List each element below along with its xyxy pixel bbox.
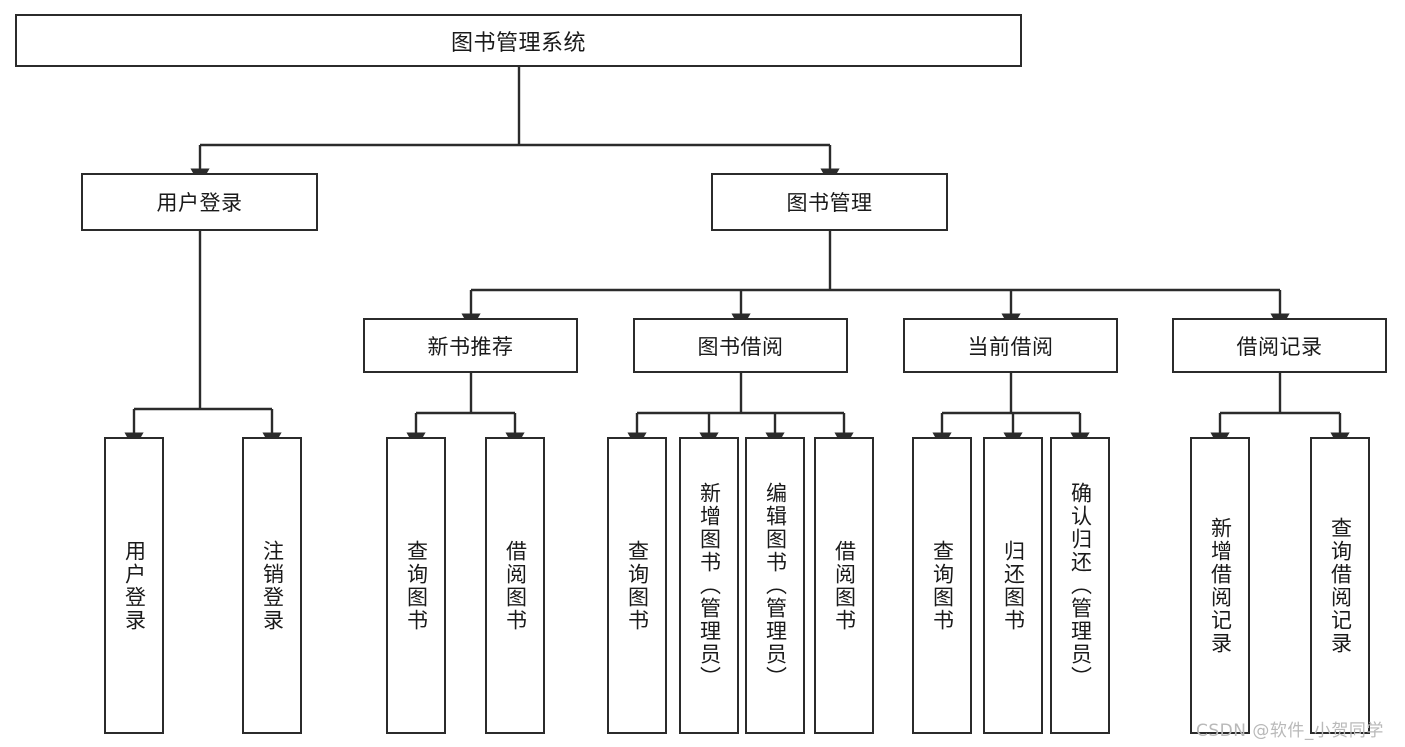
node-leaf-query-book-3[interactable]: 查询图书 <box>912 437 972 734</box>
node-label: 借阅图书 <box>832 539 857 632</box>
watermark-text: CSDN @软件_小贺同学 <box>1196 721 1384 741</box>
node-leaf-edit-book[interactable]: 编辑图书（管理员） <box>745 437 805 734</box>
node-label: 图书借阅 <box>697 334 784 359</box>
node-root[interactable]: 图书管理系统 <box>15 14 1022 67</box>
node-label: 当前借阅 <box>967 334 1054 359</box>
node-borrow-record[interactable]: 借阅记录 <box>1172 318 1387 373</box>
node-leaf-user-logout[interactable]: 注销登录 <box>242 437 302 734</box>
node-label: 新增图书（管理员） <box>697 482 722 689</box>
node-leaf-user-login[interactable]: 用户登录 <box>104 437 164 734</box>
node-label: 新增借阅记录 <box>1208 516 1233 655</box>
node-label: 图书管理 <box>786 191 873 215</box>
node-new-book-recommend[interactable]: 新书推荐 <box>363 318 578 373</box>
node-label: 查询图书 <box>404 539 429 632</box>
node-leaf-query-book-2[interactable]: 查询图书 <box>607 437 667 734</box>
node-leaf-return-book[interactable]: 归还图书 <box>983 437 1043 734</box>
node-label: 确认归还（管理员） <box>1068 482 1093 689</box>
node-label: 借阅图书 <box>503 539 528 632</box>
node-leaf-query-book-1[interactable]: 查询图书 <box>386 437 446 734</box>
node-book-manage[interactable]: 图书管理 <box>711 173 948 231</box>
node-label: 归还图书 <box>1001 539 1026 632</box>
node-label: 查询图书 <box>625 539 650 632</box>
node-label: 用户登录 <box>156 191 243 215</box>
node-label: 查询图书 <box>930 539 955 632</box>
node-leaf-add-record[interactable]: 新增借阅记录 <box>1190 437 1250 734</box>
node-user-login[interactable]: 用户登录 <box>81 173 318 231</box>
node-leaf-query-record[interactable]: 查询借阅记录 <box>1310 437 1370 734</box>
node-leaf-borrow-book-1[interactable]: 借阅图书 <box>485 437 545 734</box>
node-label: 编辑图书（管理员） <box>763 482 788 689</box>
node-label: 用户登录 <box>122 539 147 632</box>
node-leaf-confirm-return[interactable]: 确认归还（管理员） <box>1050 437 1110 734</box>
node-label: 查询借阅记录 <box>1328 516 1353 655</box>
node-label: 注销登录 <box>260 539 285 632</box>
node-current-borrow[interactable]: 当前借阅 <box>903 318 1118 373</box>
node-label: 借阅记录 <box>1236 334 1323 359</box>
node-book-borrow[interactable]: 图书借阅 <box>633 318 848 373</box>
node-label: 新书推荐 <box>427 334 514 359</box>
node-leaf-borrow-book-2[interactable]: 借阅图书 <box>814 437 874 734</box>
node-label: 图书管理系统 <box>450 30 586 56</box>
node-leaf-add-book[interactable]: 新增图书（管理员） <box>679 437 739 734</box>
